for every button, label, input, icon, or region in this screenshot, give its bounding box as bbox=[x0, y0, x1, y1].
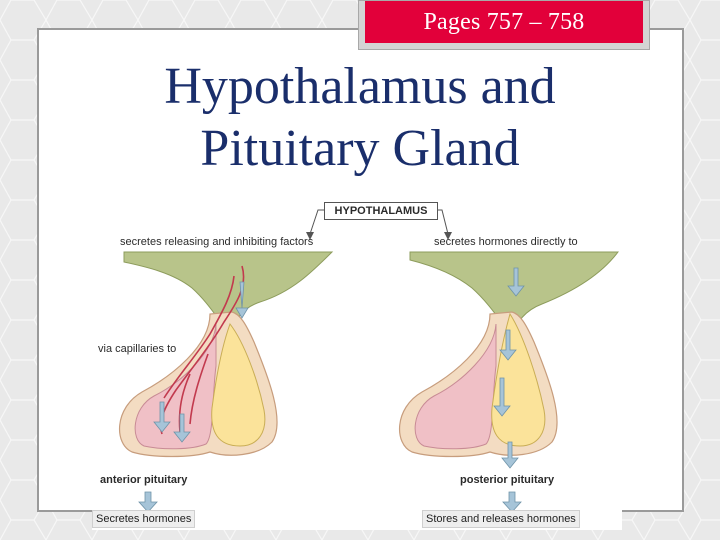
posterior-result-caption: Stores and releases hormones bbox=[422, 510, 580, 528]
left-top-caption: secretes releasing and inhibiting factor… bbox=[120, 236, 314, 248]
title-line-1: Hypothalamus and bbox=[164, 58, 556, 115]
page-reference-tab: Pages 757 – 758 bbox=[358, 0, 650, 50]
connector-arrowheads bbox=[306, 232, 452, 240]
hypothalamus-label: HYPOTHALAMUS bbox=[324, 202, 438, 220]
right-top-caption: secretes hormones directly to bbox=[434, 236, 578, 248]
posterior-pituitary-label: posterior pituitary bbox=[460, 474, 555, 486]
left-pituitary-structure bbox=[119, 251, 334, 458]
anterior-result-caption: Secretes hormones bbox=[92, 510, 196, 528]
right-pituitary-structure bbox=[399, 251, 620, 469]
label-connectors bbox=[309, 209, 449, 235]
caption-arrows bbox=[138, 491, 522, 513]
pituitary-diagram-art bbox=[119, 209, 620, 513]
left-posterior-lobe bbox=[211, 322, 266, 447]
anterior-pituitary-label: anterior pituitary bbox=[100, 474, 188, 486]
pituitary-diagram: HYPOTHALAMUS secretes releasing and inhi… bbox=[92, 196, 622, 530]
right-hormone-arrows bbox=[493, 267, 525, 469]
posterior-pituitary-tissue bbox=[491, 312, 546, 447]
left-side-caption: via capillaries to bbox=[98, 343, 177, 355]
slide-title: Hypothalamus and Pituitary Gland bbox=[60, 56, 660, 180]
left-hormone-arrows bbox=[153, 281, 249, 443]
page-reference-fill: Pages 757 – 758 bbox=[365, 1, 643, 43]
title-line-2: Pituitary Gland bbox=[200, 120, 520, 177]
page-reference-label: Pages 757 – 758 bbox=[423, 8, 585, 35]
